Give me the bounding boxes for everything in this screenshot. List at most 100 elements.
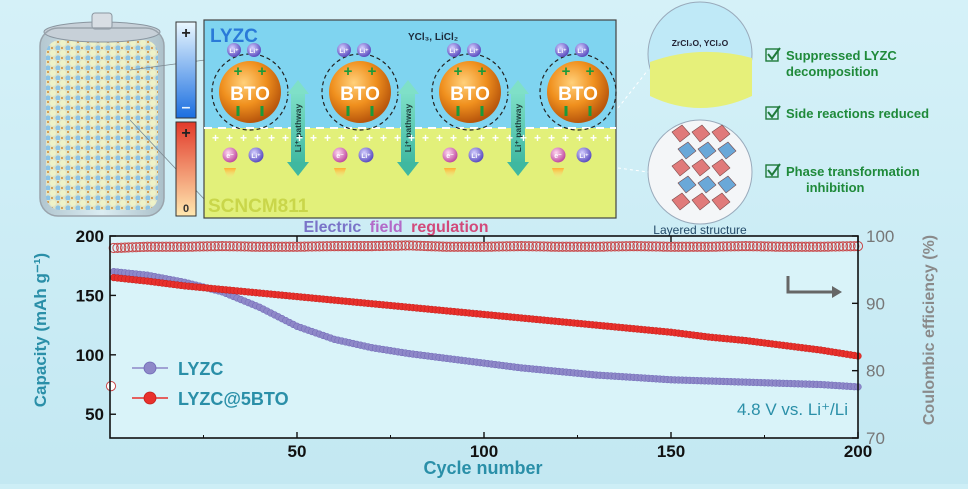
caption: Electric field regulation	[304, 219, 489, 236]
ce-point	[288, 241, 299, 252]
pathway-shaft	[511, 92, 525, 164]
ce-point	[396, 240, 407, 251]
check-mark-icon	[767, 47, 781, 61]
li-ion-label: Li⁺	[469, 48, 479, 55]
ce-point	[549, 241, 561, 252]
octahedron	[671, 192, 691, 211]
ce-point	[224, 241, 235, 252]
ce-point	[542, 241, 553, 252]
li-pathway-arrow: Li⁺ pathway	[397, 80, 419, 176]
bto-particle	[439, 61, 501, 123]
li-ion-label: Li⁺	[229, 48, 239, 55]
ce-point	[202, 241, 213, 252]
ce-point	[535, 241, 546, 252]
pathway-head-down	[287, 162, 309, 176]
ce-point	[456, 241, 467, 252]
ce-point	[411, 240, 422, 251]
inset-bottom-label: Layered structure	[653, 223, 747, 237]
li-ion-label: Li⁺	[251, 153, 261, 160]
bto-particle-group: BTO++Li⁺Li⁺e⁻Li⁺	[211, 43, 289, 179]
ce-point	[172, 241, 183, 252]
ce-point	[624, 241, 635, 252]
ce-point	[830, 241, 841, 252]
ce-point	[654, 241, 665, 252]
ce-point	[639, 241, 650, 252]
ce-point	[437, 241, 448, 252]
ce-point	[684, 241, 695, 252]
ce-point	[755, 241, 766, 252]
ce-point	[209, 241, 220, 252]
electron-label: e⁻	[554, 153, 562, 160]
y-tick-label: 150	[76, 286, 104, 305]
benefit-line: Phase transformation	[786, 164, 920, 179]
ce-point	[445, 241, 456, 252]
ce-point	[258, 241, 269, 252]
benefit-text: Side reactions reduced	[786, 106, 929, 121]
ce-point-first	[105, 381, 117, 392]
ce-point	[243, 241, 254, 252]
interface-plus: +	[534, 131, 541, 145]
interface-plus: +	[212, 131, 219, 145]
li-ion	[247, 43, 261, 57]
ce-point	[321, 241, 333, 252]
li-ion	[575, 43, 589, 57]
ce-point	[598, 241, 609, 252]
svg-text:Electric field reg: Electric field regulation	[304, 219, 489, 236]
octahedron	[711, 192, 731, 211]
ce-point	[845, 241, 856, 252]
bto-particle-group: BTO++Li⁺Li⁺e⁻Li⁺	[539, 43, 617, 179]
ce-point	[123, 242, 134, 253]
right-axis-arrow	[786, 276, 842, 298]
bto-label: BTO	[558, 84, 598, 105]
ce-point	[190, 241, 202, 252]
flame	[552, 168, 564, 179]
ce-point	[785, 241, 796, 252]
legend-marker	[143, 391, 157, 405]
ce-point	[269, 241, 280, 252]
ce-point	[276, 241, 288, 252]
ce-point	[841, 241, 852, 252]
ce-point	[119, 242, 131, 253]
ce-point	[572, 241, 583, 252]
ce-point	[643, 241, 654, 252]
ce-point	[482, 241, 493, 252]
li-ion-label: Li⁺	[339, 48, 349, 55]
interface-plus: +	[590, 131, 597, 145]
li-ion-label: Li⁺	[449, 48, 459, 55]
interface-plus: +	[240, 131, 247, 145]
ce-point	[220, 241, 232, 252]
ce-point	[523, 241, 534, 252]
ce-point	[441, 241, 452, 252]
interface-plus: +	[478, 131, 485, 145]
interface-plus: +	[310, 131, 317, 145]
ce-point	[273, 241, 284, 252]
y-axis-label: Capacity (mAh g⁻¹)	[31, 253, 50, 407]
ce-point	[389, 240, 400, 251]
x-axis-label: Cycle number	[423, 458, 542, 478]
octahedron	[671, 158, 691, 177]
ce-point	[348, 241, 359, 252]
bto-label: BTO	[450, 84, 490, 105]
caption-word-1: Electric	[304, 219, 362, 236]
ce-point	[718, 241, 729, 252]
ce-point	[650, 241, 662, 252]
ce-point	[621, 241, 632, 252]
minus-charge	[564, 106, 568, 116]
pathway-head-up	[397, 80, 419, 94]
ce-point	[490, 241, 501, 252]
scale-plus-bottom: +	[181, 125, 190, 142]
ncm-layer-label: SCNCM811	[208, 196, 309, 217]
bto-particle	[329, 61, 391, 123]
ce-point	[362, 241, 374, 252]
bto-particle-group: BTO++Li⁺Li⁺e⁻Li⁺	[321, 43, 399, 179]
interface-plus: +	[296, 131, 303, 145]
interface-plus: +	[324, 131, 331, 145]
ce-point	[508, 241, 520, 252]
interface-plus: +	[422, 131, 429, 145]
ce-point	[808, 241, 819, 252]
y-tick-label: 100	[76, 346, 104, 365]
ce-point	[837, 241, 849, 252]
